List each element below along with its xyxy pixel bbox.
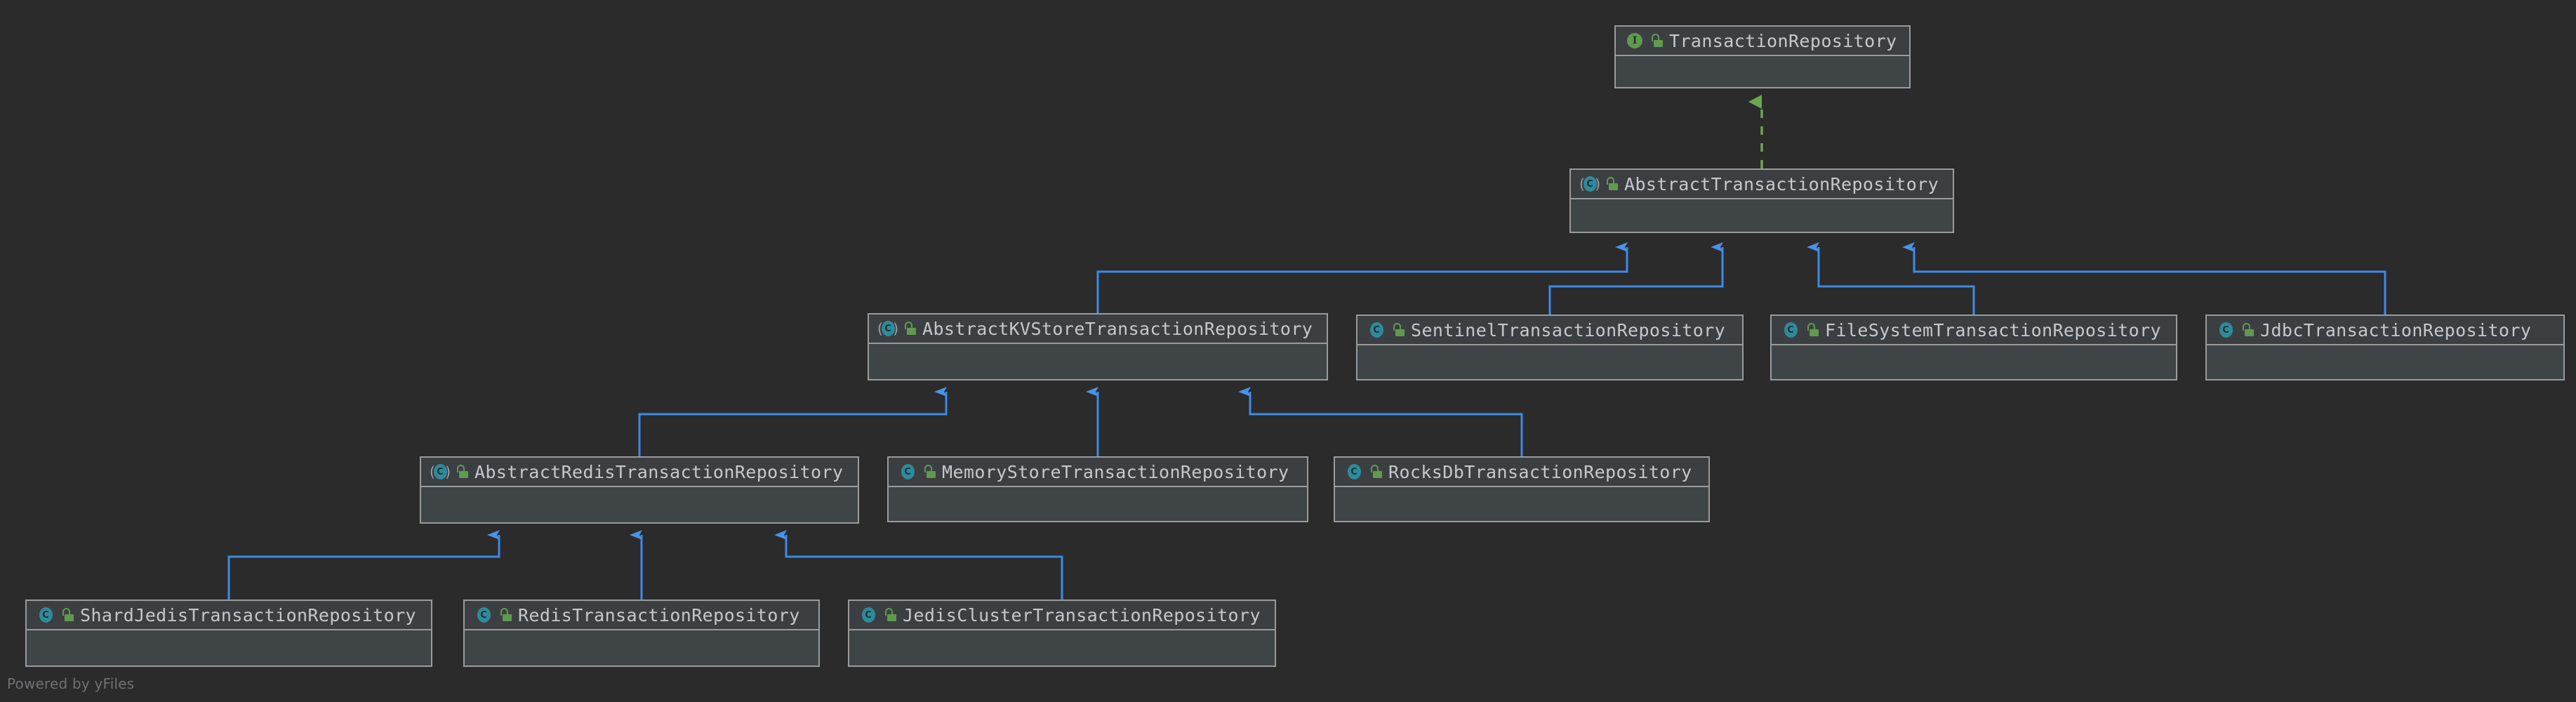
node-members-compartment	[1616, 56, 1909, 87]
unlocked-padlock-icon	[1605, 177, 1618, 191]
uml-node-transaction-repository[interactable]: I TransactionRepository	[1614, 25, 1911, 88]
node-members-compartment	[1335, 487, 1708, 521]
edge-generalization-group-abstract-transaction-repository	[1096, 242, 2386, 314]
node-members-compartment	[889, 487, 1307, 521]
node-members-compartment	[27, 630, 431, 665]
unlocked-padlock-icon	[923, 465, 936, 479]
node-title: ShardJedisTransactionRepository	[80, 604, 416, 625]
class-icon: C	[1345, 463, 1363, 481]
class-icon: C	[859, 606, 877, 624]
node-title: RocksDbTransactionRepository	[1388, 461, 1692, 482]
node-title: AbstractTransactionRepository	[1624, 173, 1939, 194]
node-members-compartment	[1357, 345, 1742, 379]
node-title: RedisTransactionRepository	[518, 604, 800, 625]
edge-generalization-group-abstract-redis-transaction-repository	[227, 530, 1063, 600]
node-members-compartment	[849, 630, 1275, 665]
unlocked-padlock-icon	[499, 608, 512, 622]
node-members-compartment	[465, 630, 818, 665]
uml-node-file-system-transaction-repository[interactable]: C FileSystemTransactionRepository	[1770, 314, 2177, 380]
class-icon: C	[898, 463, 917, 481]
node-header: C RocksDbTransactionRepository	[1335, 458, 1708, 487]
node-header: C RedisTransactionRepository	[465, 601, 818, 630]
node-members-compartment	[1571, 199, 1953, 232]
uml-node-redis-transaction-repository[interactable]: C RedisTransactionRepository	[463, 600, 820, 667]
uml-node-abstract-redis-transaction-repository[interactable]: (C) AbstractRedisTransactionRepository	[420, 456, 859, 524]
node-members-compartment	[869, 344, 1327, 379]
node-header: I TransactionRepository	[1616, 27, 1909, 56]
class-icon: C	[2217, 321, 2235, 339]
unlocked-padlock-icon	[2241, 323, 2254, 337]
interface-icon: I	[1626, 32, 1644, 50]
node-header: (C) AbstractTransactionRepository	[1571, 170, 1953, 199]
node-members-compartment	[2207, 345, 2563, 379]
class-icon: C	[474, 606, 493, 624]
unlocked-padlock-icon	[456, 465, 468, 479]
node-header: C JdbcTransactionRepository	[2207, 316, 2563, 345]
node-header: (C) AbstractKVStoreTransactionRepository	[869, 314, 1327, 344]
abstract-class-icon: (C)	[430, 463, 451, 480]
unlocked-padlock-icon	[1806, 323, 1819, 337]
uml-node-abstract-kvstore-transaction-repository[interactable]: (C) AbstractKVStoreTransactionRepository	[868, 313, 1328, 380]
node-title: FileSystemTransactionRepository	[1825, 319, 2161, 340]
node-members-compartment	[421, 487, 858, 522]
uml-node-abstract-transaction-repository[interactable]: (C) AbstractTransactionRepository	[1569, 168, 1954, 233]
uml-node-shard-jedis-transaction-repository[interactable]: C ShardJedisTransactionRepository	[25, 600, 432, 667]
abstract-class-icon: (C)	[877, 320, 898, 337]
node-header: C FileSystemTransactionRepository	[1772, 316, 2176, 345]
node-title: TransactionRepository	[1669, 30, 1897, 51]
class-icon: C	[1367, 321, 1386, 339]
unlocked-padlock-icon	[61, 608, 74, 622]
abstract-class-icon: (C)	[1579, 176, 1600, 192]
uml-node-memory-store-transaction-repository[interactable]: C MemoryStoreTransactionRepository	[887, 456, 1308, 522]
node-title: JedisClusterTransactionRepository	[903, 604, 1261, 625]
node-title: SentinelTransactionRepository	[1411, 319, 1726, 340]
unlocked-padlock-icon	[1369, 465, 1382, 479]
node-header: C MemoryStoreTransactionRepository	[889, 458, 1307, 487]
uml-node-jdbc-transaction-repository[interactable]: C JdbcTransactionRepository	[2205, 314, 2565, 380]
node-header: C SentinelTransactionRepository	[1357, 316, 1742, 345]
edge-generalization-group-abstract-kvstore-transaction-repository	[638, 387, 1523, 456]
uml-node-sentinel-transaction-repository[interactable]: C SentinelTransactionRepository	[1356, 314, 1744, 380]
uml-node-jedis-cluster-transaction-repository[interactable]: C JedisClusterTransactionRepository	[848, 600, 1276, 667]
node-title: MemoryStoreTransactionRepository	[942, 461, 1289, 482]
node-title: AbstractRedisTransactionRepository	[474, 461, 844, 482]
class-icon: C	[36, 606, 55, 624]
node-title: AbstractKVStoreTransactionRepository	[922, 318, 1313, 339]
unlocked-padlock-icon	[884, 608, 896, 622]
unlocked-padlock-icon	[1392, 323, 1405, 337]
node-members-compartment	[1772, 345, 2176, 379]
node-header: C JedisClusterTransactionRepository	[849, 601, 1275, 630]
uml-node-rocksdb-transaction-repository[interactable]: C RocksDbTransactionRepository	[1334, 456, 1710, 522]
unlocked-padlock-icon	[903, 322, 916, 336]
node-header: (C) AbstractRedisTransactionRepository	[421, 458, 858, 487]
yfiles-watermark: Powered by yFiles	[7, 675, 135, 692]
node-title: JdbcTransactionRepository	[2260, 319, 2532, 340]
class-icon: C	[1781, 321, 1800, 339]
unlocked-padlock-icon	[1650, 34, 1663, 48]
node-header: C ShardJedisTransactionRepository	[27, 601, 431, 630]
